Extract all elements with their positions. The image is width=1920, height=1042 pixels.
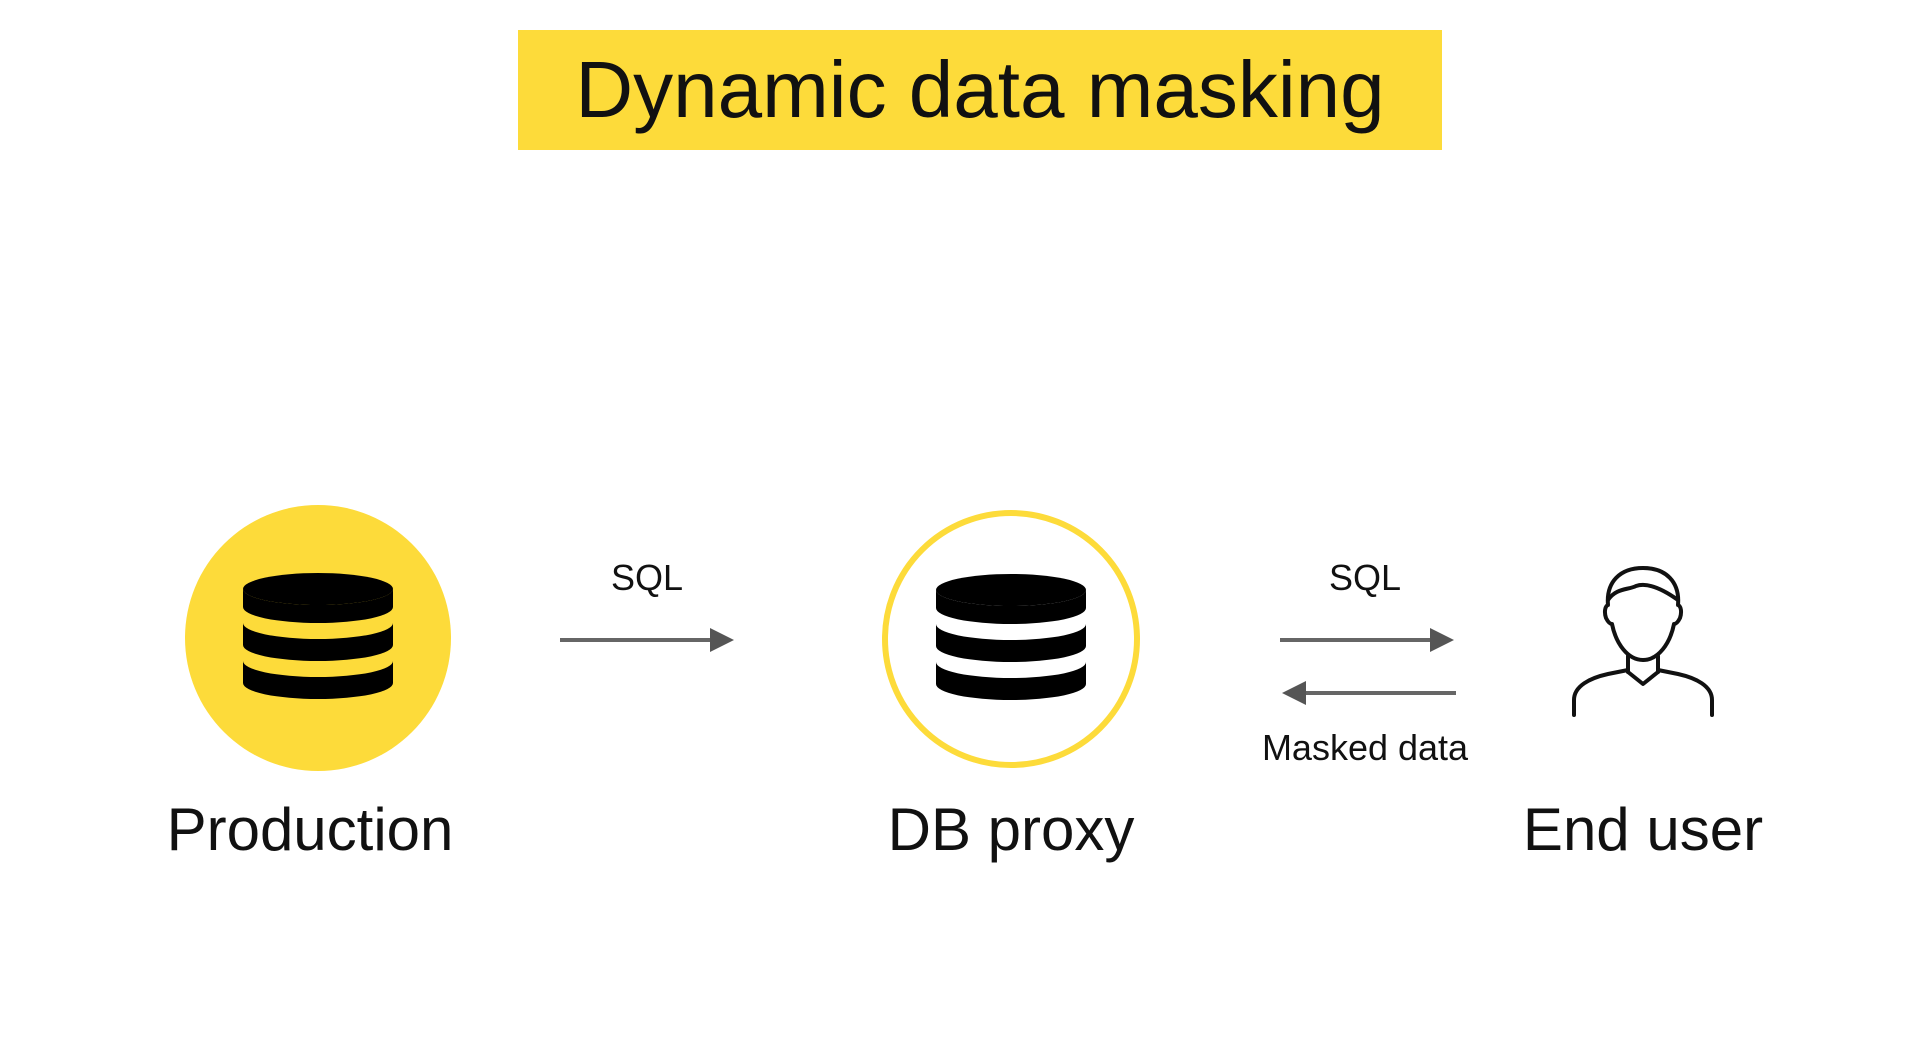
diagram-title: Dynamic data masking (575, 45, 1385, 134)
title-banner: Dynamic data masking (518, 30, 1442, 150)
sql-edge-label-2: SQL (1328, 557, 1402, 598)
masked-data-edge-label: Masked data (1261, 727, 1469, 768)
end-user-label: End user (1522, 796, 1764, 863)
arrow-left-icon (1282, 681, 1456, 705)
database-icon (936, 574, 1086, 700)
db-proxy-label: DB proxy (887, 796, 1135, 863)
sql-edge-label-1: SQL (610, 557, 684, 598)
arrow-right-icon (1280, 628, 1454, 652)
production-node (185, 505, 451, 771)
arrow-right-icon (560, 628, 734, 652)
production-label: Production (166, 796, 454, 863)
db-proxy-node (882, 510, 1140, 768)
user-icon (1572, 566, 1714, 717)
database-icon (243, 573, 393, 699)
